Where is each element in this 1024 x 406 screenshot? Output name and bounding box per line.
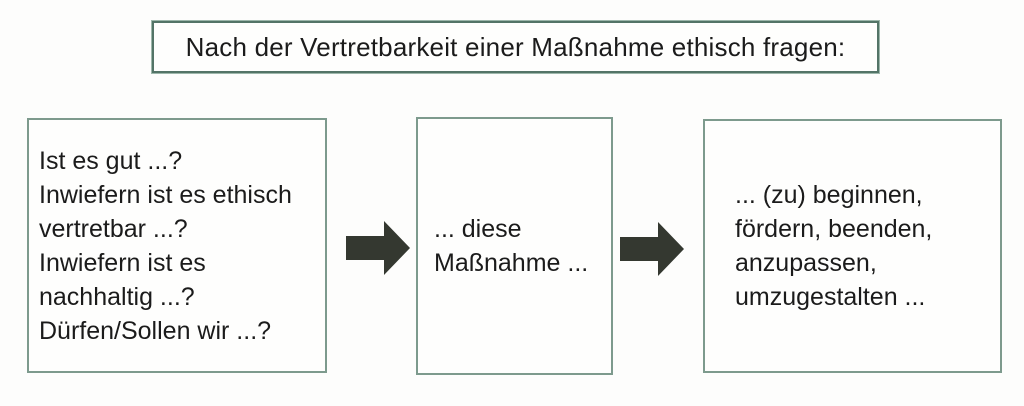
title-box: Nach der Vertretbarkeit einer Maßnahme e… [152,21,879,73]
arrow-right-shape [346,221,410,275]
question-line: Dürfen/Sollen wir ...? [39,316,272,345]
title-text: Nach der Vertretbarkeit einer Maßnahme e… [185,31,846,62]
actions-box: ... (zu) beginnen, fördern, beenden, anz… [703,119,1002,373]
action-line: umzugestalten ... [735,283,926,311]
arrow-right-icon [346,221,410,275]
arrow-right-shape [620,222,684,276]
arrow-right-icon [620,222,684,276]
question-line: vertretbar ...? [39,214,188,243]
question-line: nachhaltig ...? [39,282,195,311]
question-line: Ist es gut ...? [39,146,183,175]
subject-box: ... diese Maßnahme ... [416,117,613,375]
action-line: ... (zu) beginnen, [735,181,923,209]
action-line: anzupassen, [735,249,877,277]
action-line: fördern, beenden, [735,215,933,243]
questions-box: Ist es gut ...? Inwiefern ist es ethisch… [27,118,327,373]
question-line: Inwiefern ist es ethisch [39,180,292,209]
question-line: Inwiefern ist es [39,248,206,277]
subject-line: Maßnahme ... [434,249,589,277]
subject-line: ... diese [434,215,522,243]
